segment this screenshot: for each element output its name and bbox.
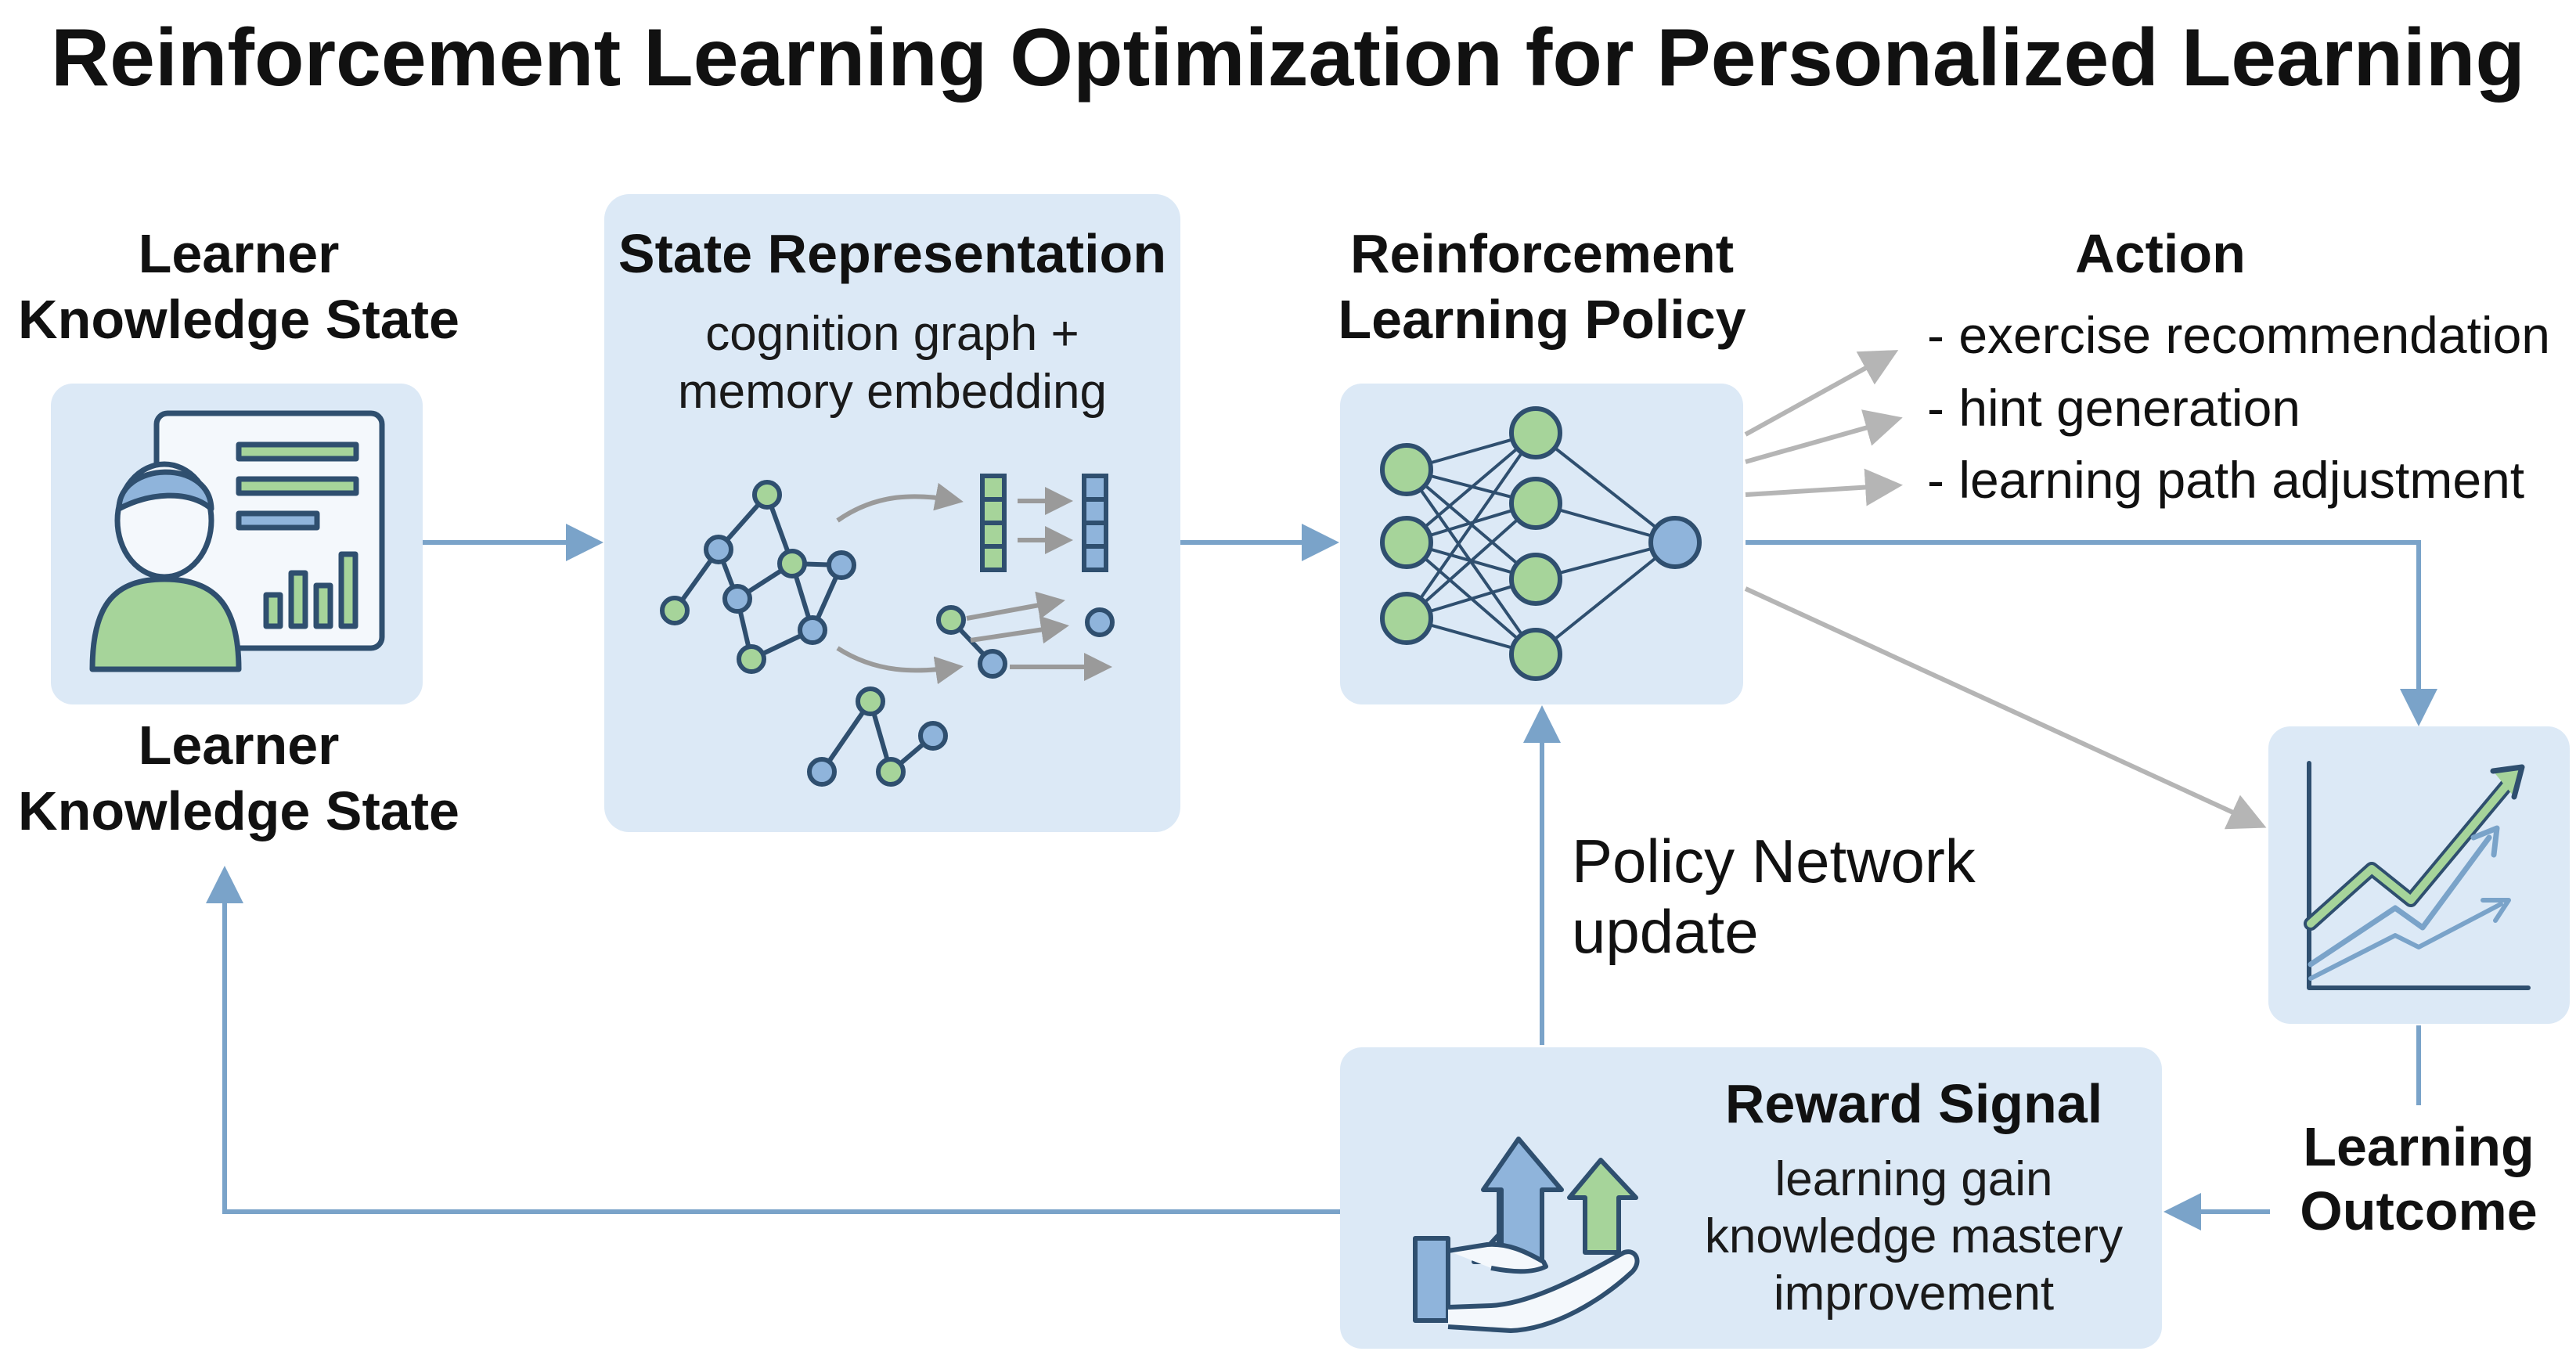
learner-label-bottom: Learner Knowledge State (0, 712, 477, 844)
embedding-arrows (836, 482, 1112, 685)
policy-label-line2: Learning Policy (1338, 289, 1746, 350)
policy-update-line1: Policy Network (1572, 827, 1976, 895)
reward-lines: learning gain knowledge mastery improvem… (1659, 1151, 2168, 1322)
outcome-label: Learning Outcome (2270, 1115, 2567, 1244)
reward-line-learning-gain: learning gain (1774, 1152, 2053, 1206)
state-representation-subtitle: cognition graph + memory embedding (604, 305, 1180, 422)
diagram-title: Reinforcement Learning Optimization for … (51, 13, 2525, 103)
arrow-policy-to-action-2 (1745, 409, 1903, 464)
outcome-chart-icon (2304, 761, 2531, 990)
arrow-policy-to-outcome (1746, 540, 2437, 726)
state-subtitle-line1: cognition graph + (705, 307, 1079, 361)
action-item-learning-path-adjustment: - learning path adjustment (1927, 451, 2525, 509)
state-subtitle-line2: memory embedding (678, 365, 1107, 420)
reward-line-improvement: improvement (1773, 1267, 2055, 1321)
outcome-label-line2: Outcome (2300, 1180, 2538, 1241)
policy-box (1340, 384, 1743, 704)
learner-label-top-line2: Knowledge State (18, 289, 459, 350)
action-item-exercise-recommendation: - exercise recommendation (1927, 306, 2550, 364)
learner-label-bottom-line2: Knowledge State (18, 780, 459, 841)
reward-title: Reward Signal (1724, 1073, 2103, 1134)
learner-label-top-line1: Learner (138, 223, 340, 284)
neural-network-icon (1380, 406, 1702, 681)
reward-box (1340, 1047, 2162, 1349)
arrow-reward-to-learner (206, 866, 1340, 1214)
policy-update-label: Policy Network update (1572, 826, 1976, 967)
learner-label-bottom-line1: Learner (138, 715, 340, 776)
policy-update-line2: update (1572, 897, 1759, 967)
policy-label: Reinforcement Learning Policy (1315, 221, 1769, 352)
flow-arrows (206, 350, 2437, 1230)
state-representation-title: State Representation (618, 223, 1167, 284)
arrow-policy-to-outcome-gray (1744, 586, 2267, 830)
learner-icon (89, 410, 385, 672)
policy-label-line1: Reinforcement (1349, 223, 1735, 284)
arrow-policy-to-action-1 (1744, 350, 1899, 437)
action-item-hint-generation: - hint generation (1927, 379, 2300, 437)
reward-line-knowledge-mastery: knowledge mastery (1704, 1209, 2124, 1264)
arrow-policy-to-action-3 (1745, 468, 1903, 506)
cognition-graph-icon (660, 474, 1115, 787)
learner-label-top: Learner Knowledge State (0, 221, 477, 352)
reward-hand-icon (1413, 1137, 1640, 1333)
outcome-label-line1: Learning (2303, 1116, 2535, 1177)
action-title: Action (2075, 223, 2246, 284)
